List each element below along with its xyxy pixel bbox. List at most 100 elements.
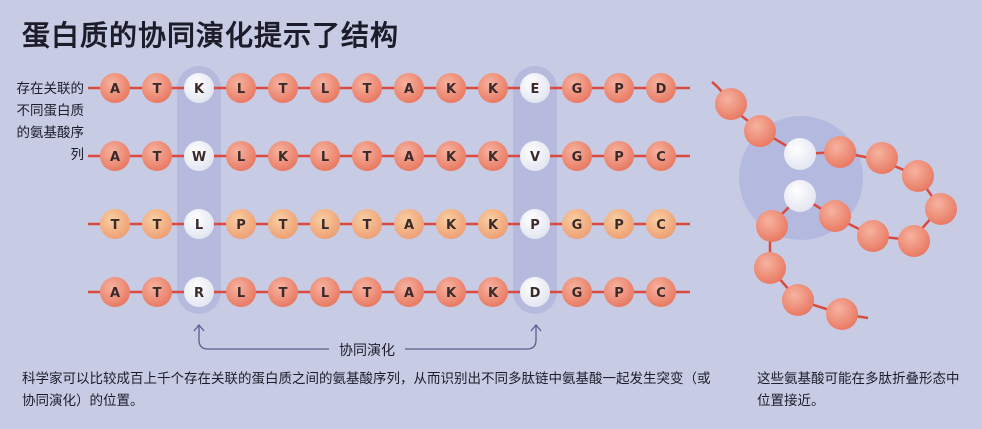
coevolution-label: 协同演化 [329,340,405,360]
caption-right: 这些氨基酸可能在多肽折叠形态中位置接近。 [757,371,960,409]
residue-bead [100,141,130,171]
residue-bead [478,209,508,239]
residue-bead [352,209,382,239]
residue-letter: T [153,150,162,165]
residue-letter: A [110,82,120,97]
residue-letter: T [279,218,288,233]
residue-bead [604,73,634,103]
residue-bead [562,141,592,171]
residue-bead [394,73,424,103]
residue-letter: T [279,286,288,301]
coevolving-residue-bead [520,277,550,307]
residue-bead [394,209,424,239]
residue-letter: A [110,286,120,301]
residue-bead [782,284,814,316]
residue-letter: K [488,286,499,301]
residue-bead [352,141,382,171]
residue-letter: P [236,218,246,233]
residue-bead [826,298,858,330]
residue-bead [436,73,466,103]
residue-letter: A [404,82,414,97]
residue-bead [142,277,172,307]
residue-bead [819,200,851,232]
residue-letter: P [614,286,624,301]
residue-letter: L [237,82,245,97]
residue-bead [646,73,676,103]
residue-letter: P [530,218,540,233]
coevolving-residue-bead [184,209,214,239]
residue-letter: G [572,218,583,233]
residue-letter: T [153,82,162,97]
residue-bead [100,73,130,103]
residue-letter: G [572,82,583,97]
residue-bead [756,210,788,242]
residue-bead [268,209,298,239]
residue-bead [562,277,592,307]
residue-letter: W [192,150,206,165]
residue-letter: V [530,150,540,165]
coevolving-residue-bead [184,141,214,171]
residue-letter: L [321,82,329,97]
residue-letter: P [614,82,624,97]
residue-letter: T [111,218,120,233]
residue-letter: C [656,286,666,301]
residue-letter: T [153,286,162,301]
residue-bead [268,141,298,171]
residue-letter: K [488,218,499,233]
residue-bead [226,73,256,103]
residue-bead [824,136,856,168]
residue-letter: K [488,150,499,165]
residue-bead [394,141,424,171]
coevolving-residue-bead [520,73,550,103]
residue-bead [925,193,957,225]
coevolution-column-bands [177,66,557,314]
residue-letter: K [194,82,205,97]
coevolution-column-band [177,66,221,314]
residue-letter: K [278,150,289,165]
residue-bead [310,277,340,307]
residue-bead [310,209,340,239]
residue-bead [310,141,340,171]
residue-letter: K [446,150,457,165]
residue-letter: P [614,218,624,233]
residue-bead [226,141,256,171]
residue-letter: T [153,218,162,233]
residue-bead [268,73,298,103]
residue-bead [100,277,130,307]
sequences-label: 存在关联的不同蛋白质的氨基酸序列 [16,81,85,163]
residue-letter: A [404,218,414,233]
residue-letter: L [321,286,329,301]
coevolving-residue-bead [784,180,816,212]
residue-letter: E [531,82,540,97]
residue-letter: C [656,218,666,233]
residue-letter: L [195,218,203,233]
residue-bead [754,252,786,284]
residue-letter: T [363,150,372,165]
residue-bead [352,277,382,307]
residue-letter: A [404,286,414,301]
residue-bead [394,277,424,307]
residue-bead [646,209,676,239]
residue-bead [268,277,298,307]
residue-letter: K [446,286,457,301]
residue-bead [562,209,592,239]
residue-letter: G [572,150,583,165]
residue-letter: A [404,150,414,165]
residue-letter: P [614,150,624,165]
residue-bead [436,209,466,239]
caption-left: 科学家可以比较成百上千个存在关联的蛋白质之间的氨基酸序列，从而识别出不同多肽链中… [22,371,711,409]
residue-bead [310,73,340,103]
coevolving-residue-bead [520,209,550,239]
residue-bead [562,73,592,103]
residue-letter: T [363,82,372,97]
residue-bead [478,141,508,171]
coevolution-column-band [513,66,557,314]
residue-bead [226,209,256,239]
residue-letter: T [363,286,372,301]
page-title: 蛋白质的协同演化提示了结构 [22,19,400,52]
residue-letter: K [488,82,499,97]
